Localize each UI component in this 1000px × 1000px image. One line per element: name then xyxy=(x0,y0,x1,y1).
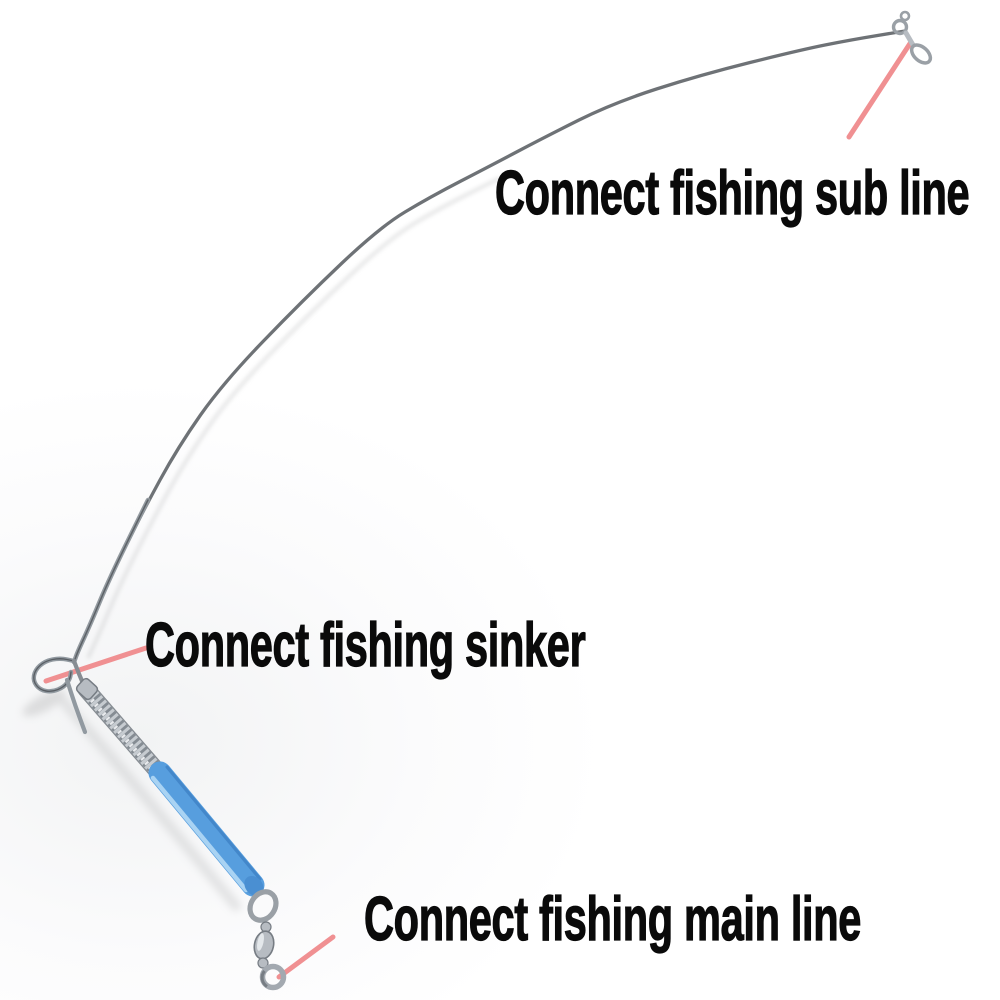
swivel-hanger-eye xyxy=(247,889,279,923)
boom-end-eye-nub xyxy=(899,10,911,22)
main-line-ring-shade xyxy=(260,970,268,988)
swivel-bead-bottom xyxy=(257,957,269,969)
spring-shadow xyxy=(59,697,241,911)
label-sub-line: Connect fishing sub line xyxy=(495,159,971,228)
boom-arm-wire xyxy=(72,29,907,664)
spring-top-collar xyxy=(75,677,99,701)
label-main-line: Connect fishing main line xyxy=(364,885,862,954)
snap-swivel-link xyxy=(903,30,916,48)
blue-tube-highlight xyxy=(150,775,249,893)
sinker-clip-tail xyxy=(64,677,88,735)
blue-tube xyxy=(148,761,265,897)
sinker-clip-loop-core xyxy=(33,658,75,692)
barrel-swivel-highlight xyxy=(257,933,264,951)
label-sinker: Connect fishing sinker xyxy=(145,611,587,680)
soft-shadows xyxy=(22,689,241,911)
boom-arm-wire-lower xyxy=(71,497,151,665)
boom-arm-wire-lower-core xyxy=(73,499,149,663)
pointer-line-main-line xyxy=(276,934,336,980)
spring-sleeve-highlight xyxy=(82,689,159,777)
barrel-swivel-body xyxy=(253,930,275,960)
arm-wire-sheen-shadow xyxy=(86,176,501,659)
blue-tube-edge-shade xyxy=(165,765,262,881)
pointer-line-sub-line xyxy=(846,39,914,140)
boom-end-eye xyxy=(891,18,909,36)
clip-shadow xyxy=(22,689,66,717)
spring-sleeve-coils xyxy=(80,684,166,779)
snap-swivel-loop xyxy=(909,43,933,65)
pointer-line-sinker xyxy=(43,645,149,684)
